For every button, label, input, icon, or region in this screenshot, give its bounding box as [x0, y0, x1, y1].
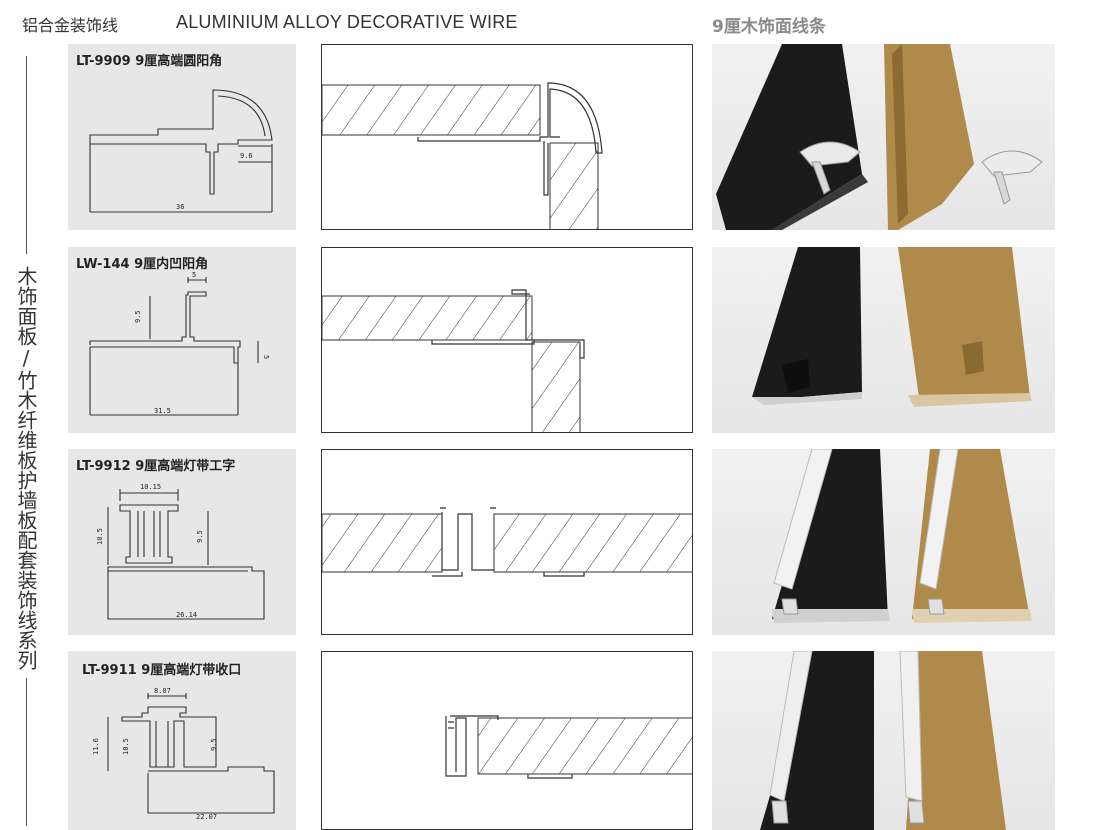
- dim-label: 8.07: [154, 687, 171, 695]
- profile-photo-illustration: [772, 449, 1032, 623]
- page-title: ALUMINIUM ALLOY DECORATIVE WIRE: [176, 12, 518, 32]
- product-name: LW-144 9厘内凹阳角: [76, 257, 209, 272]
- profile-drawing-lt9911: 8.07 11.6 10.5 9.5 22.07 LT-9911 9厘高端灯带收…: [68, 651, 296, 830]
- dim-label: 5: [262, 355, 270, 359]
- dim-label: 9.6: [240, 152, 253, 160]
- install-diagram-lt9912: [321, 449, 693, 635]
- install-section-svg: [445, 715, 692, 779]
- dim-label: 9.5: [210, 738, 218, 751]
- product-name: LT-9912 9厘高端灯带工字: [76, 459, 236, 474]
- install-diagram-lw144: [321, 247, 693, 433]
- product-name: LT-9909 9厘高端圆阳角: [76, 54, 223, 69]
- install-section-svg: [322, 82, 603, 229]
- series-label: 木饰面板/竹木纤维板护墙板配套装饰线系列: [14, 266, 38, 670]
- dim-label: 9.5: [196, 530, 204, 543]
- profile-drawing-lw144: 5 9.5 5 31.5 LW-144 9厘内凹阳角: [68, 247, 296, 433]
- profile-drawing-lt9912: 10.15 10.5 9.5 26.14 LT-9912 9厘高端灯带工字: [68, 449, 296, 635]
- product-name: LT-9911 9厘高端灯带收口: [82, 663, 242, 678]
- profile-photo-illustration: [752, 247, 1032, 407]
- dim-label: 26.14: [176, 611, 197, 619]
- dim-label: 10.15: [140, 483, 161, 491]
- dim-label: 10.5: [122, 738, 130, 755]
- product-photo-lt9912: [712, 449, 1055, 635]
- install-section-svg: [322, 289, 585, 432]
- dim-label: 22.07: [196, 813, 217, 821]
- dim-label: 11.6: [92, 738, 100, 755]
- dim-label: 5: [192, 271, 196, 279]
- side-divider-top: [26, 56, 27, 254]
- dim-label: 9.5: [134, 310, 142, 323]
- photo-column-title: 9厘木饰面线条: [712, 17, 826, 37]
- profile-section-svg: 8.07 11.6 10.5 9.5 22.07: [92, 687, 275, 821]
- profile-drawing-lt9909: 9.6 36 LT-9909 9厘高端圆阳角: [68, 44, 296, 230]
- dim-label: 31.5: [154, 407, 171, 415]
- side-divider-bottom: [26, 678, 27, 826]
- profile-photo-illustration: [760, 651, 1006, 830]
- profile-section-svg: 5 9.5 5 31.5: [89, 271, 270, 416]
- product-photo-lt9911: [712, 651, 1055, 830]
- product-photo-lt9909: [712, 44, 1055, 230]
- install-diagram-lt9911: [321, 651, 693, 830]
- install-section-svg: [322, 507, 692, 577]
- dim-label: 10.5: [96, 528, 104, 545]
- dim-label: 36: [176, 203, 184, 211]
- profile-section-svg: 9.6 36: [89, 89, 273, 213]
- profile-section-svg: 10.15 10.5 9.5 26.14: [96, 483, 265, 620]
- product-photo-lw144: [712, 247, 1055, 433]
- category-title-cn: 铝合金装饰线: [22, 16, 119, 35]
- profile-photo-illustration: [716, 44, 1043, 230]
- install-diagram-lt9909: [321, 44, 693, 230]
